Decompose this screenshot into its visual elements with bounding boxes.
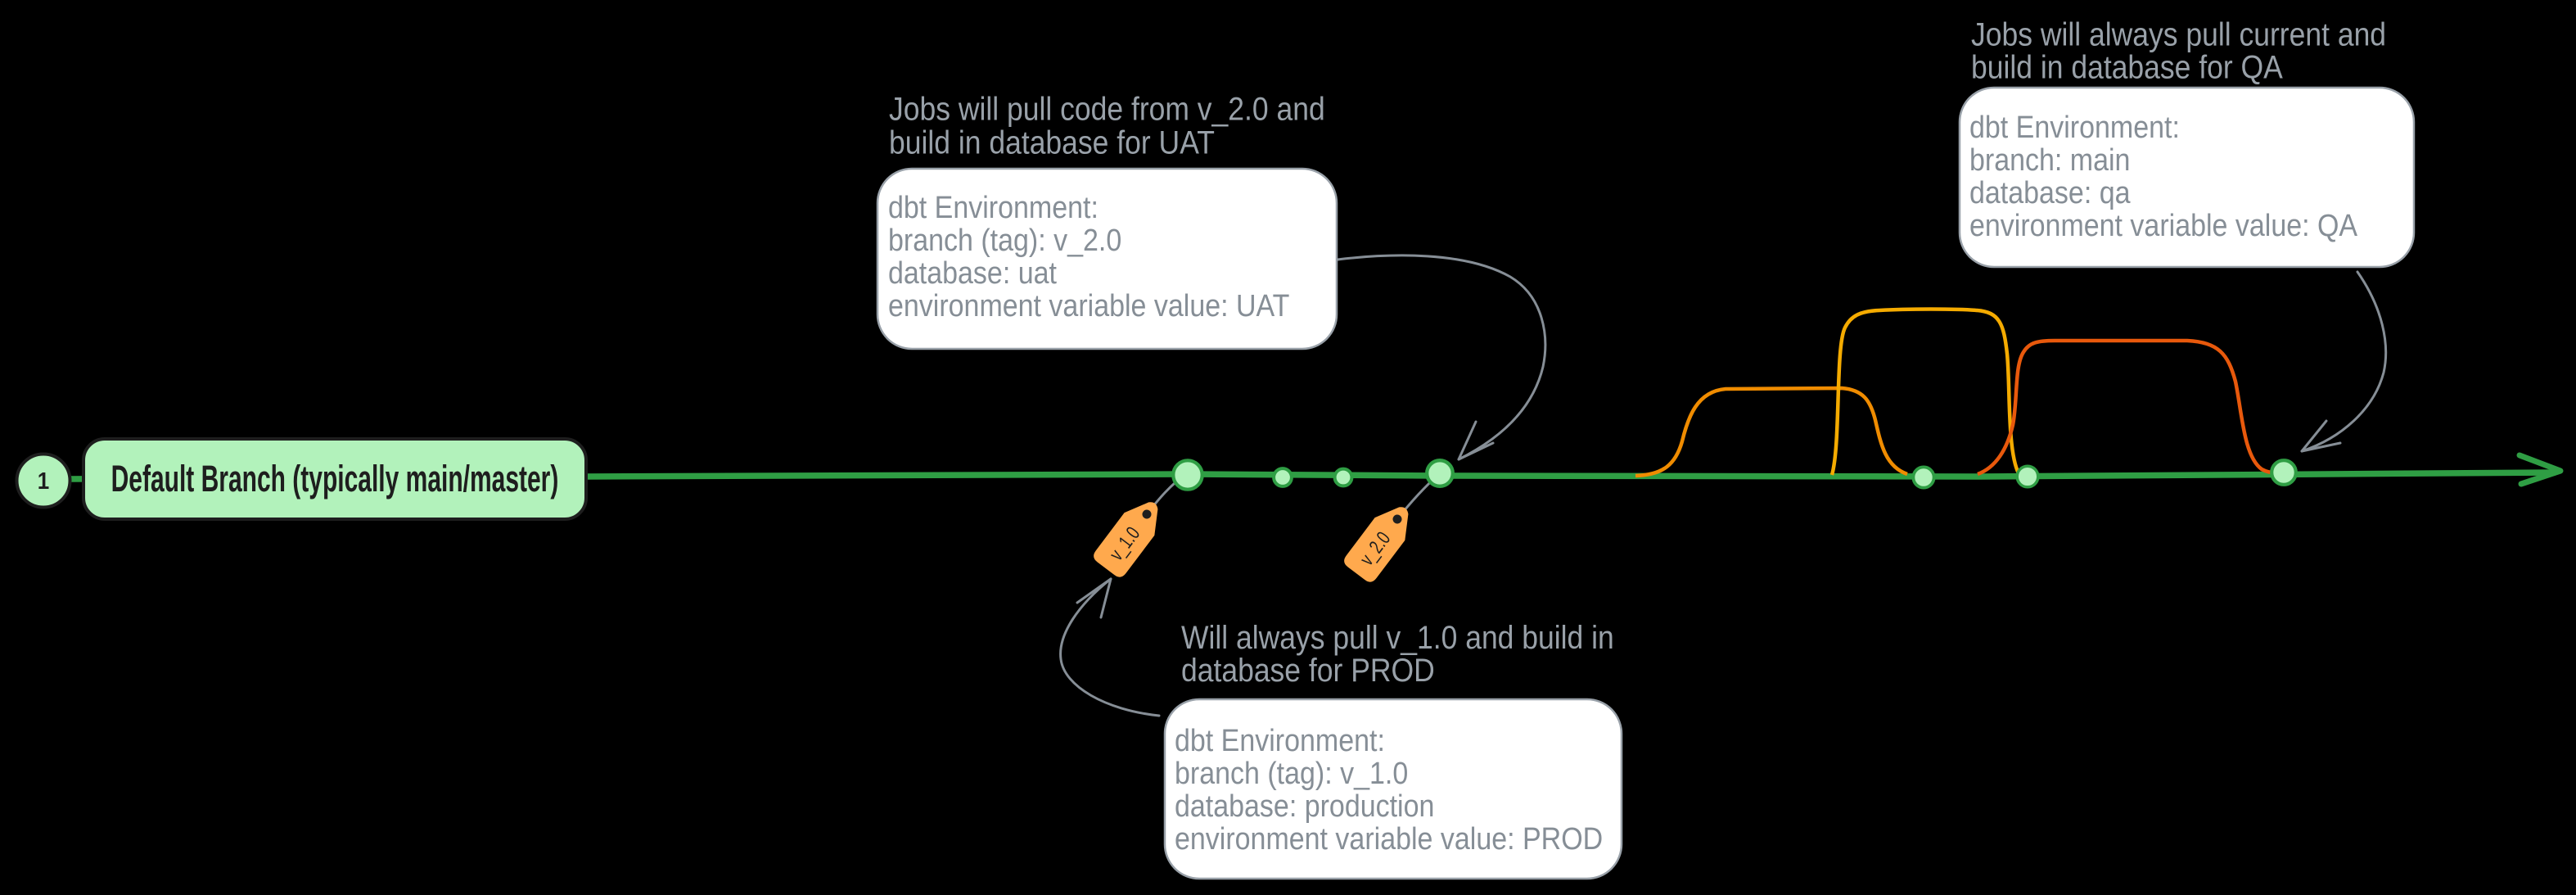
svg-text:Will always pull v_1.0 and bui: Will always pull v_1.0 and build in xyxy=(1181,619,1614,655)
svg-text:build in database for QA: build in database for QA xyxy=(1971,48,2284,84)
svg-text:dbt Environment:: dbt Environment: xyxy=(888,189,1099,224)
svg-text:database: qa: database: qa xyxy=(1969,174,2131,210)
svg-text:1: 1 xyxy=(38,467,49,494)
svg-text:database: production: database: production xyxy=(1175,788,1434,823)
svg-text:environment variable value: QA: environment variable value: QA xyxy=(1969,207,2357,242)
svg-text:database: uat: database: uat xyxy=(888,255,1057,290)
svg-text:database for PROD: database for PROD xyxy=(1181,652,1435,688)
svg-text:dbt Environment:: dbt Environment: xyxy=(1175,722,1385,757)
svg-text:environment variable value: UA: environment variable value: UAT xyxy=(888,287,1289,323)
svg-text:branch: main: branch: main xyxy=(1969,142,2130,177)
svg-text:Default Branch (typically main: Default Branch (typically main/master) xyxy=(111,459,559,500)
svg-text:Jobs will pull code from v_2.0: Jobs will pull code from v_2.0 and xyxy=(889,90,1325,126)
svg-text:branch (tag): v_1.0: branch (tag): v_1.0 xyxy=(1175,755,1408,790)
svg-text:dbt Environment:: dbt Environment: xyxy=(1969,109,2180,144)
svg-text:build in database for UAT: build in database for UAT xyxy=(889,124,1215,160)
svg-text:Jobs will always pull current: Jobs will always pull current and xyxy=(1971,16,2386,52)
svg-text:environment variable value: PR: environment variable value: PROD xyxy=(1175,820,1603,856)
svg-text:branch (tag): v_2.0: branch (tag): v_2.0 xyxy=(888,222,1121,257)
